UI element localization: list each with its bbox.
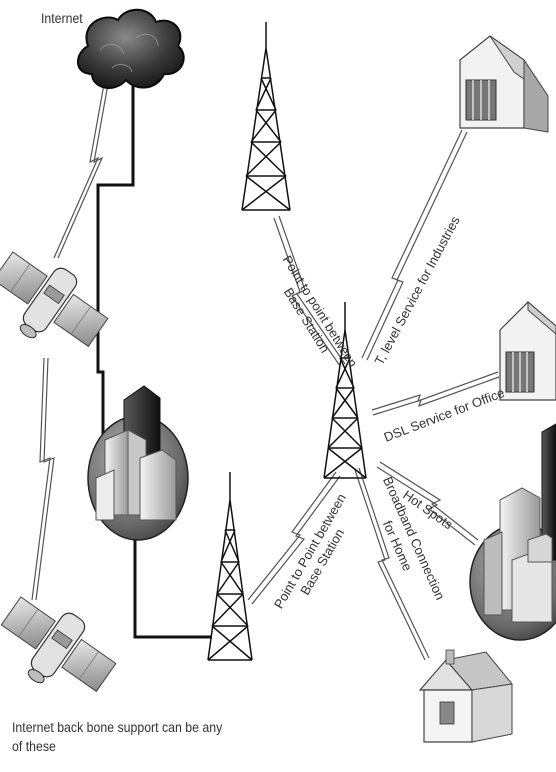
satellite-icon [0, 596, 117, 693]
tower-icon [323, 302, 367, 479]
tower-icon [207, 472, 253, 661]
wired-link-cloud-to-city [96, 82, 135, 460]
backbone-caption: Internet back bone support can be any of… [12, 719, 223, 754]
tower-icon [241, 22, 291, 211]
building-icon [499, 300, 556, 401]
internet-label: Internet [41, 10, 83, 26]
building-icon [459, 35, 549, 133]
dsl-service-label: DSL Service for Office [382, 385, 507, 445]
city-building-icon [469, 423, 556, 641]
satellite-icon [0, 251, 109, 348]
house-icon [418, 649, 513, 743]
internet-cloud-icon [77, 8, 185, 89]
lightning-link-icon [31, 83, 500, 661]
wired-link-city-to-tower [133, 510, 212, 639]
city-building-icon [87, 385, 189, 541]
